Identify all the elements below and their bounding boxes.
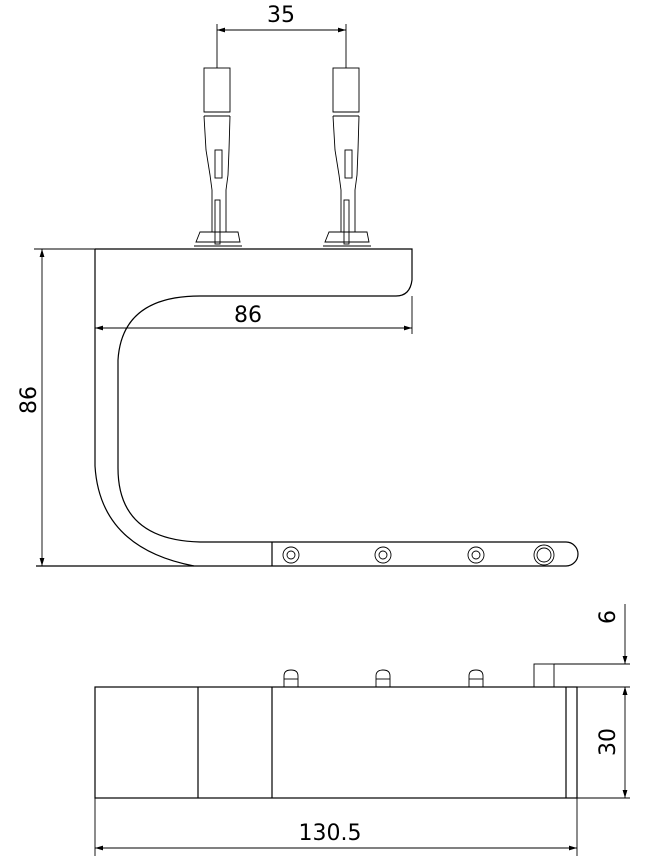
dim-body-height: 30 (577, 687, 630, 799)
side-pin (468, 669, 484, 687)
dim-terminal-spacing: 35 (216, 3, 347, 68)
dim-label-6: 6 (596, 610, 621, 624)
dim-label-35: 35 (267, 3, 295, 28)
busbar-body (36, 248, 579, 567)
side-view: 6 30 130.5 (94, 604, 630, 856)
end-hole (533, 544, 555, 566)
top-view: 35 86 86 (17, 3, 579, 567)
mounting-hole (467, 546, 485, 564)
dim-label-130-5: 130.5 (299, 821, 362, 846)
mounting-holes (282, 544, 555, 566)
dim-label-86-vertical: 86 (17, 386, 42, 414)
dim-label-86-horizontal: 86 (234, 303, 262, 328)
terminal-left (194, 67, 242, 247)
dim-height: 86 (17, 248, 95, 566)
mounting-hole (282, 546, 300, 564)
side-pin-large (533, 663, 555, 688)
side-pins (283, 663, 555, 688)
dim-length: 130.5 (94, 798, 578, 856)
dim-label-30: 30 (596, 728, 621, 756)
dim-pin-height: 6 (554, 604, 630, 700)
terminal-right (323, 67, 371, 247)
side-body (94, 686, 578, 799)
dim-width: 86 (95, 296, 413, 334)
mounting-hole (374, 546, 392, 564)
side-pin (283, 669, 299, 687)
side-pin (375, 669, 391, 687)
